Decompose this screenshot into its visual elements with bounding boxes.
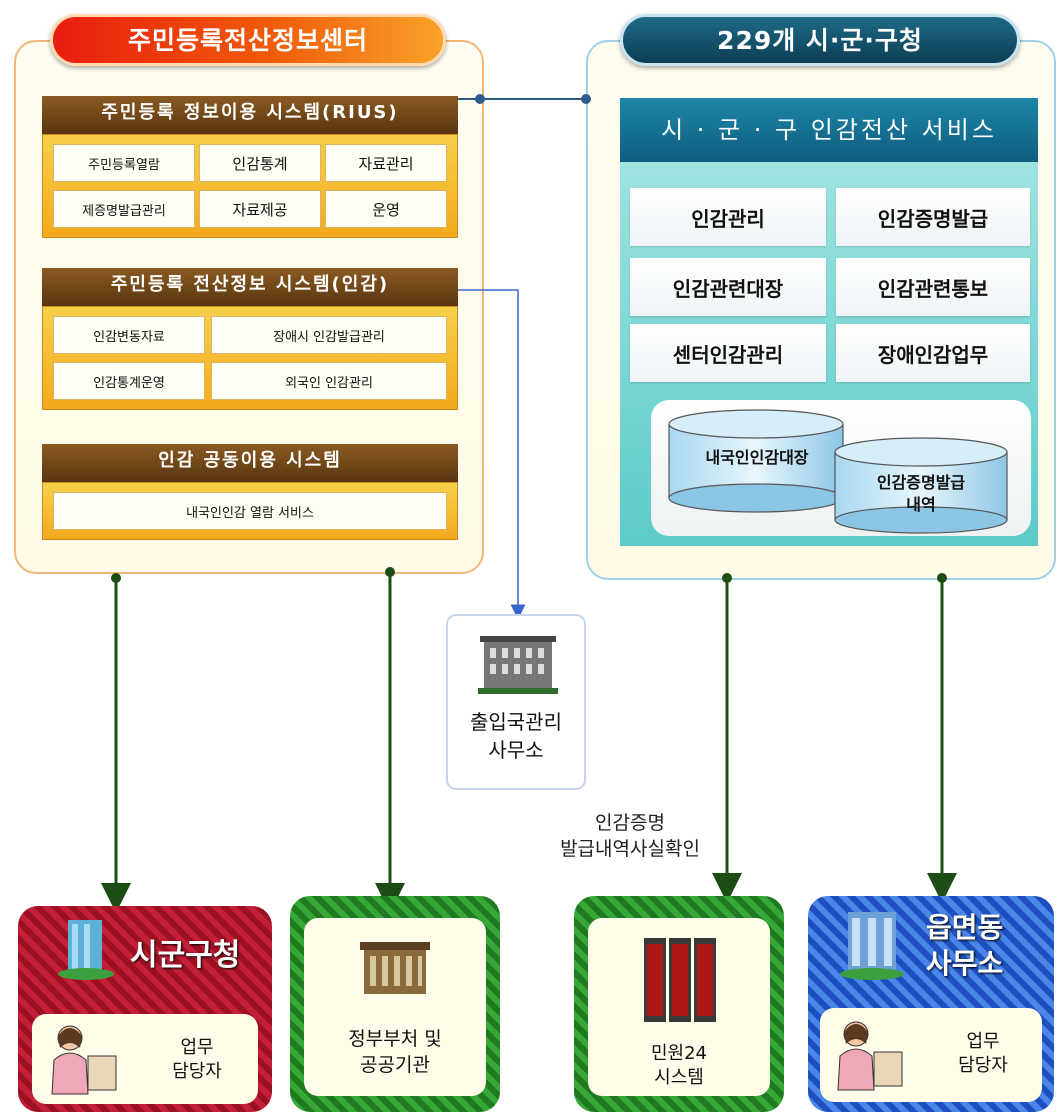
rius-cell: 자료제공 — [199, 190, 321, 228]
seal-system-cell: 인감통계운영 — [53, 362, 205, 400]
gov-panel: 정부부처 및 공공기관 — [304, 918, 486, 1096]
seal-system-body: 인감변동자료 장애시 인감발급관리 인감통계운영 외국인 인감관리 — [42, 306, 458, 410]
database-issuance-record: 인감증명발급 내역 — [876, 473, 966, 514]
shared-system-body: 내국인인감 열람 서비스 — [42, 482, 458, 540]
rius-cell: 인감통계 — [199, 144, 321, 182]
town-building-icon — [840, 912, 904, 980]
database-domestic-seal: 내국인인감대장 — [705, 448, 809, 467]
office-worker-icon — [837, 1021, 903, 1091]
rius-cell: 제증명발급관리 — [53, 190, 195, 228]
city-office-worker-label: 업무 담당자 — [172, 1037, 222, 1082]
immigration-office-box: 출입국관리 사무소 — [446, 614, 586, 790]
town-office-box: 읍면동 사무소 업무 담당자 — [808, 896, 1054, 1112]
minwon-panel: 민원24 시스템 — [588, 918, 770, 1096]
minwon-label: 민원24 시스템 — [650, 1043, 708, 1088]
shared-system-header: 인감 공동이용 시스템 — [42, 444, 458, 482]
office-worker-icon — [51, 1025, 117, 1095]
city-office-worker-panel: 업무 담당자 — [32, 1014, 258, 1104]
town-office-title: 읍면동 사무소 — [926, 911, 1004, 980]
gov-box: 정부부처 및 공공기관 — [290, 896, 500, 1112]
seal-service-header: 시 · 군 · 구 인감전산 서비스 — [620, 98, 1038, 162]
seal-system-cell: 장애시 인감발급관리 — [211, 316, 447, 354]
building-icon — [478, 636, 558, 694]
resident-registration-center-title: 주민등록전산정보센터 — [50, 14, 446, 66]
service-item: 센터인감관리 — [630, 324, 826, 382]
service-item: 인감관련대장 — [630, 258, 826, 316]
seal-system-cell: 인감변동자료 — [53, 316, 205, 354]
municipal-office-title: 229개 시·군·구청 — [620, 14, 1020, 66]
rius-body: 주민등록열람 인감통계 자료관리 제증명발급관리 자료제공 운영 — [42, 134, 458, 238]
rius-cell: 운영 — [325, 190, 447, 228]
service-item: 인감증명발급 — [836, 188, 1030, 246]
service-item: 장애인감업무 — [836, 324, 1030, 382]
verification-note: 인감증명 발급내역사실확인 — [560, 812, 700, 860]
seal-system-header: 주민등록 전산정보 시스템(인감) — [42, 268, 458, 306]
rius-cell: 자료관리 — [325, 144, 447, 182]
service-item: 인감관련통보 — [836, 258, 1030, 316]
rius-header: 주민등록 정보이용 시스템(RIUS) — [42, 96, 458, 134]
town-office-worker-label: 업무 담당자 — [958, 1031, 1008, 1076]
link-to-immigration — [458, 289, 526, 620]
seal-system-cell: 외국인 인감관리 — [211, 362, 447, 400]
government-building-icon — [360, 942, 430, 994]
minwon-box: 민원24 시스템 — [574, 896, 784, 1112]
service-item: 인감관리 — [630, 188, 826, 246]
database-cylinder-right — [834, 437, 1008, 534]
database-cylinders — [668, 409, 1008, 534]
server-rack-icon — [644, 938, 716, 1022]
city-office-title: 시군구청 — [130, 938, 241, 973]
database-cylinder-left — [668, 409, 844, 513]
town-office-worker-panel: 업무 담당자 — [820, 1008, 1042, 1102]
rius-cell: 주민등록열람 — [53, 144, 195, 182]
gov-label: 정부부처 및 공공기관 — [348, 1028, 442, 1076]
shared-system-cell: 내국인인감 열람 서비스 — [53, 492, 447, 530]
immigration-office-label: 출입국관리 사무소 — [470, 710, 562, 762]
office-building-icon — [58, 920, 114, 980]
city-office-box: 시군구청 업무 담당자 — [18, 906, 272, 1112]
